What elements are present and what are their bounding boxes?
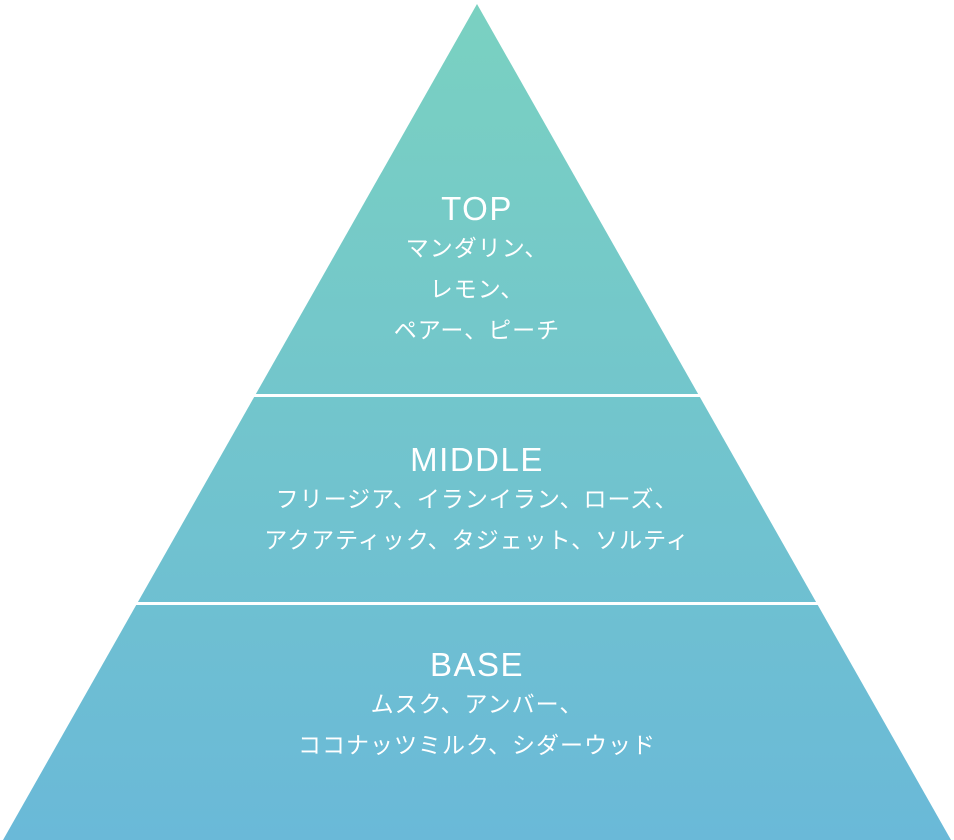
tier-base: BASE ムスク、アンバー、 ココナッツミルク、シダーウッド: [0, 645, 954, 767]
tier-top-notes-line-2: レモン、: [429, 277, 525, 303]
tier-middle-notes-line-1: フリージア、イランイラン、ローズ、: [275, 487, 679, 513]
divider-top-middle: [0, 394, 954, 397]
tier-middle: MIDDLE フリージア、イランイラン、ローズ、 アクアティック、タジェット、ソ…: [0, 440, 954, 562]
tier-top-notes-line-1: マンダリン、: [405, 236, 549, 262]
tier-base-title: BASE: [429, 646, 525, 683]
tier-middle-notes-line-2: アクアティック、タジェット、ソルティ: [264, 528, 690, 554]
pyramid-shape: [3, 4, 951, 840]
divider-middle-base: [0, 602, 954, 605]
tier-middle-title: MIDDLE: [410, 441, 544, 478]
tier-top: TOP マンダリン、 レモン、 ペアー、ピーチ: [0, 189, 954, 352]
tier-base-notes-line-2: ココナッツミルク、シダーウッド: [298, 733, 656, 759]
tier-top-notes-line-3: ペアー、ピーチ: [393, 318, 561, 344]
tier-top-title: TOP: [441, 190, 513, 227]
tier-base-notes-line-1: ムスク、アンバー、: [370, 692, 584, 718]
